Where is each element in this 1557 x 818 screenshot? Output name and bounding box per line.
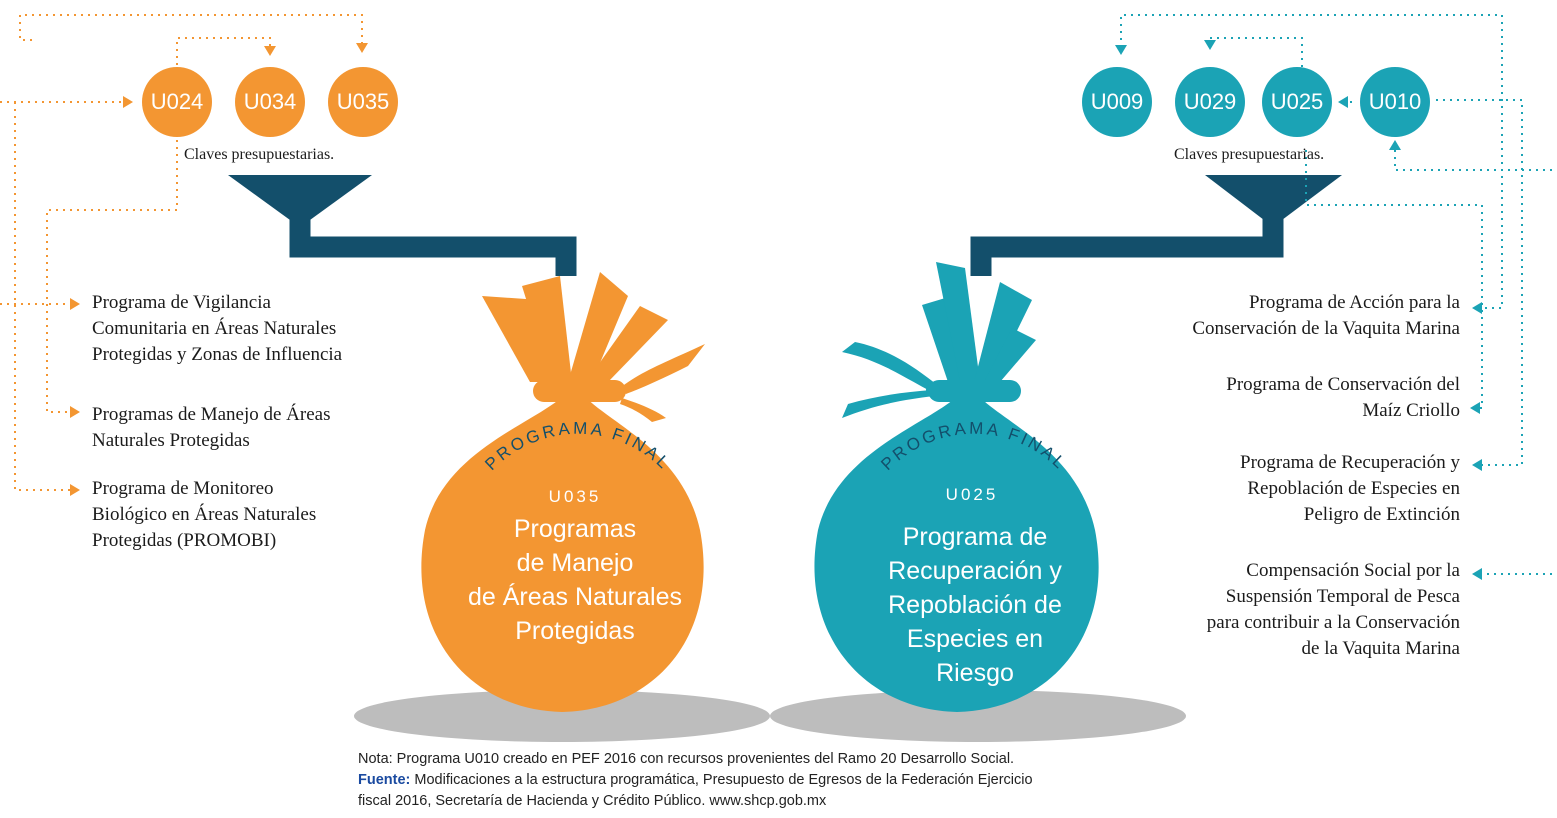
code-label: U025	[1270, 89, 1324, 114]
code-label: U009	[1090, 89, 1144, 114]
code-circle-u010: U010	[1360, 67, 1430, 137]
left-pipe	[289, 215, 577, 276]
code-circle-u025: U025	[1262, 67, 1332, 137]
bag-title-line: Programas	[513, 515, 637, 543]
code-label: U034	[243, 89, 297, 114]
left-funnel	[228, 175, 372, 220]
bag-title-line: de Manejo	[516, 549, 634, 577]
program-line: Peligro de Extinción	[1303, 504, 1460, 525]
source-line-1: Modificaciones a la estructura programát…	[410, 772, 1033, 788]
bag-title-line: Programa de	[902, 523, 1048, 551]
code-circle-u034: U034	[235, 67, 305, 137]
left-claves-label: Claves presupuestarias.	[184, 146, 335, 163]
program-line: para contribuir a la Conservación	[1206, 612, 1460, 633]
program-line: Conservación de la Vaquita Marina	[1192, 318, 1460, 339]
left-program-1: Programa de Vigilancia Comunitaria en Ár…	[92, 290, 342, 368]
program-line: Programa de Acción para la	[1248, 292, 1460, 313]
bag-title-line: Especies en	[906, 625, 1044, 653]
program-line: Repoblación de Especies en	[1247, 478, 1460, 499]
bag-title-line: Recuperación y	[888, 557, 1062, 585]
left-bag-shadow	[354, 690, 770, 742]
right-pipe	[970, 215, 1284, 276]
bag-title-line: Protegidas	[515, 617, 635, 645]
right-funnel	[1205, 175, 1342, 220]
program-line: Programa de Conservación del	[1226, 374, 1460, 395]
program-line: Programa de Recuperación y	[1240, 452, 1460, 473]
right-program-3: Programa de Recuperación y Repoblación d…	[1240, 450, 1460, 528]
source-text: Fuente: Modificaciones a la estructura p…	[358, 770, 1033, 791]
right-bag-code: U025	[945, 485, 999, 504]
left-program-2: Programas de Manejo de Áreas Naturales P…	[92, 402, 330, 454]
right-program-4: Compensación Social por la Suspensión Te…	[1207, 558, 1460, 662]
program-line: Compensación Social por la	[1246, 560, 1460, 581]
left-bag-code: U035	[548, 487, 602, 506]
bag-title-line: Repoblación de	[888, 591, 1062, 619]
program-line: Naturales Protegidas	[92, 430, 250, 451]
right-bag-shadow	[770, 690, 1186, 742]
left-connectors	[0, 14, 363, 491]
code-label: U035	[336, 89, 390, 114]
right-connectors	[1120, 14, 1557, 575]
left-bag-title: Programas de Manejo de Áreas Naturales P…	[440, 512, 710, 648]
left-bag	[421, 272, 705, 712]
right-program-1: Programa de Acción para la Conservación …	[1192, 290, 1460, 342]
bag-title-line: de Áreas Naturales	[467, 583, 682, 611]
right-bag	[814, 262, 1099, 712]
right-program-2: Programa de Conservación del Maíz Crioll…	[1226, 372, 1460, 424]
code-circle-u009: U009	[1082, 67, 1152, 137]
left-program-3: Programa de Monitoreo Biológico en Áreas…	[92, 476, 316, 554]
bag-title-line: Riesgo	[936, 659, 1014, 687]
right-arrowheads	[1115, 40, 1482, 580]
code-circle-u035: U035	[328, 67, 398, 137]
program-line: Protegidas y Zonas de Influencia	[92, 344, 343, 365]
program-line: Biológico en Áreas Naturales	[92, 504, 317, 525]
program-line: Protegidas (PROMOBI)	[92, 530, 277, 551]
code-label: U029	[1183, 89, 1237, 114]
code-circle-u029: U029	[1175, 67, 1245, 137]
program-line: Programa de Monitoreo	[92, 478, 274, 499]
note-text: Nota: Programa U010 creado en PEF 2016 c…	[358, 751, 1015, 767]
program-line: Suspensión Temporal de Pesca	[1225, 586, 1460, 607]
program-line: Programa de Vigilancia	[92, 292, 271, 313]
code-label: U010	[1368, 89, 1422, 114]
source-text-2: fiscal 2016, Secretaría de Hacienda y Cr…	[358, 793, 827, 809]
code-circle-u024: U024	[142, 67, 212, 137]
program-line: Programas de Manejo de Áreas	[92, 404, 331, 425]
program-line: de la Vaquita Marina	[1301, 638, 1460, 659]
left-arrowheads	[70, 43, 368, 496]
source-label: Fuente:	[358, 772, 411, 788]
code-label: U024	[150, 89, 204, 114]
program-line: Maíz Criollo	[1362, 400, 1460, 421]
right-claves-label: Claves presupuestarias.	[1174, 146, 1325, 163]
right-bag-title: Programa de Recuperación y Repoblación d…	[840, 520, 1110, 690]
program-line: Comunitaria en Áreas Naturales	[92, 318, 337, 339]
